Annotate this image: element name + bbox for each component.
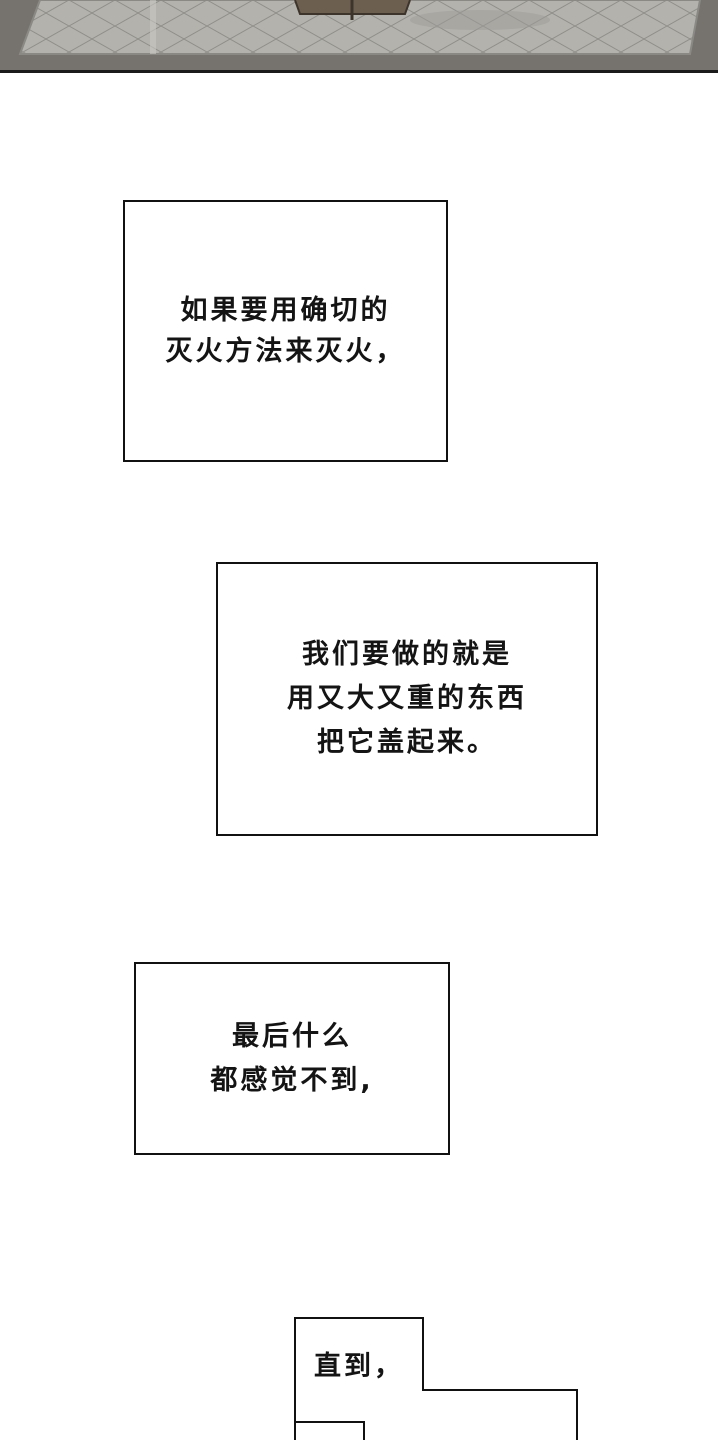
caption-text: 最后什么 都感觉不到, [210,1015,373,1103]
caption-line: 我们要做的就是 [302,639,512,670]
caption-line: 灭火方法来灭火， [165,336,406,367]
caption-box-1: 如果要用确切的 灭火方法来灭火， [123,200,448,462]
comic-panel-top [0,0,718,73]
caption-box-2: 我们要做的就是 用又大又重的东西 把它盖起来。 [216,562,598,836]
caption-line: 都感觉不到, [210,1064,374,1096]
caption-box-4-text: 直到， [314,1351,404,1382]
caption-box-3: 最后什么 都感觉不到, [134,962,450,1155]
caption-text: 如果要用确切的 灭火方法来灭火， [166,290,406,372]
caption-line: 用又大又重的东西 [287,683,527,714]
caption-line: 最后什么 [231,1020,352,1052]
floor-rug-illustration [0,0,718,70]
caption-line: 如果要用确切的 [180,295,391,326]
caption-text: 我们要做的就是 用又大又重的东西 把它盖起来。 [287,633,527,765]
caption-line: 把它盖起来。 [317,727,497,758]
